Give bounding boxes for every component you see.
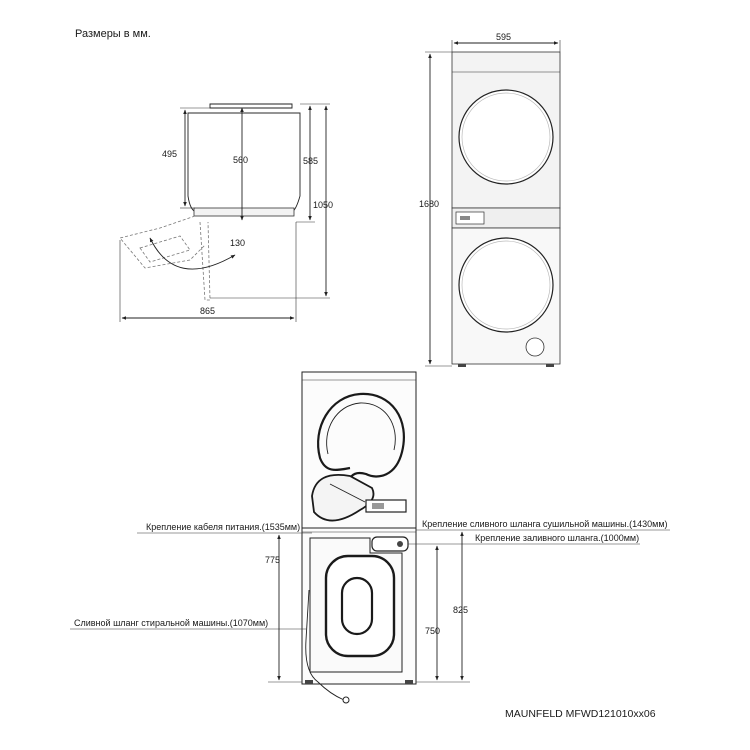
dim-775: 775 — [265, 555, 280, 565]
page-title: Размеры в мм. — [75, 28, 151, 40]
rear-washer-inner-opening — [340, 576, 374, 636]
dim-495: 495 — [162, 149, 177, 159]
dim-585: 585 — [303, 156, 318, 166]
front-filter-cap — [525, 337, 545, 357]
front-dryer-door — [458, 89, 554, 185]
rear-washer-drain-hose — [305, 589, 345, 701]
side-open-door — [119, 215, 206, 269]
washer-drain-label: Сливной шланг стиральной машины.(1070мм) — [74, 618, 268, 628]
side-top-cap — [209, 103, 293, 109]
rear-dryer-duct — [311, 392, 405, 522]
dim-1050: 1050 — [313, 200, 333, 210]
dim-560: 560 — [233, 155, 248, 165]
rear-view: Крепление кабеля питания.(1535мм) Крепле… — [70, 371, 670, 704]
dim-595: 595 — [496, 32, 511, 42]
front-washer-door — [458, 237, 554, 333]
dim-825: 825 — [453, 605, 468, 615]
power-cable-label: Крепление кабеля питания.(1535мм) — [146, 522, 300, 532]
dryer-drain-label: Крепление сливного шланга сушильной маши… — [422, 519, 668, 529]
model-name: MAUNFELD MFWD121010xx06 — [505, 708, 656, 720]
dim-750: 750 — [425, 626, 440, 636]
side-open-door-leg — [199, 221, 211, 301]
inlet-hose-label: Крепление заливного шланга.(1000мм) — [475, 533, 639, 543]
dim-1680: 1680 — [419, 199, 439, 209]
side-view: 495 560 585 1050 130 865 — [119, 103, 333, 322]
dim-130: 130 — [230, 238, 245, 248]
side-door-base — [193, 207, 295, 217]
front-view: 595 1680 — [419, 32, 561, 367]
side-door-inner — [139, 235, 191, 263]
side-door-arc — [149, 237, 236, 270]
dim-865: 865 — [200, 306, 215, 316]
